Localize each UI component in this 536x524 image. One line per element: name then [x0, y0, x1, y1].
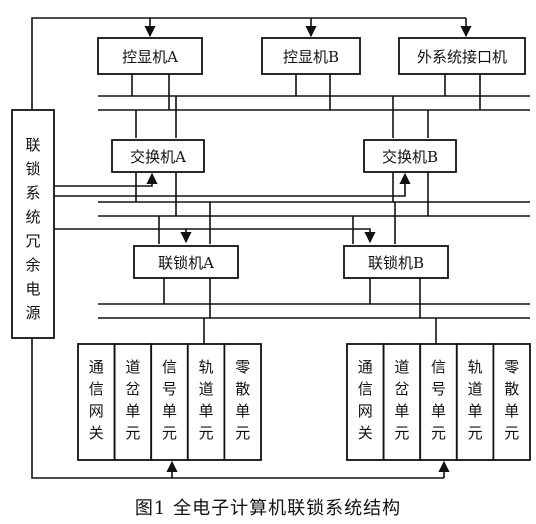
unit-left-4: 轨道单元: [186, 343, 226, 461]
kongxian-a-node: 控显机A: [97, 37, 203, 75]
unit-left-4-label: 轨道单元: [199, 358, 214, 442]
unit-right-2: 道岔单元: [382, 343, 422, 461]
liansuo-a-label: 联锁机A: [158, 254, 214, 272]
unit-right-3-label: 信号单元: [431, 358, 446, 442]
unit-right-5-label: 零散单元: [504, 358, 519, 442]
jiaohuan-a-node: 交换机A: [111, 139, 205, 173]
unit-group-right: 通信网关 道岔单元 信号单元 轨道单元 零散单元: [346, 343, 531, 461]
power-interlock-feed: [54, 228, 376, 244]
power-bottom-feed: [31, 338, 450, 479]
unit-right-3: 信号单元: [419, 343, 458, 461]
kongxian-a-label: 控显机A: [122, 48, 178, 66]
power-label: 联锁系统冗余电源: [25, 136, 40, 322]
unit-group-left: 通信网关 道岔单元 信号单元 轨道单元 零散单元: [77, 343, 262, 461]
jiaohuan-b-label: 交换机B: [382, 148, 438, 166]
unit-left-2-label: 道岔单元: [125, 358, 140, 442]
unit-left-1-label: 通信网关: [89, 358, 104, 442]
middle-network-bus: [98, 201, 530, 217]
unit-right-4: 轨道单元: [455, 343, 495, 461]
waixitong-label: 外系统接口机: [417, 48, 507, 66]
switch-upper-links: [135, 96, 429, 138]
unit-right-4-label: 轨道单元: [468, 358, 483, 442]
unit-right-5: 零散单元: [492, 343, 531, 461]
unit-right-1-label: 通信网关: [358, 358, 373, 442]
unit-left-3: 信号单元: [150, 343, 189, 461]
liansuo-a-node: 联锁机A: [133, 245, 239, 279]
figure-caption: 图1 全电子计算机联锁系统结构: [134, 498, 402, 519]
unit-left-2: 道岔单元: [113, 343, 153, 461]
system-architecture-diagram: 控显机A 控显机B 外系统接口机 交换机A 交换机B: [11, 17, 531, 479]
upper-network-bus: [98, 95, 530, 111]
kongxian-b-label: 控显机B: [283, 48, 339, 66]
interlock-lower-links: [163, 278, 421, 318]
power-node: 联锁系统冗余电源: [11, 109, 55, 339]
jiaohuan-a-label: 交换机A: [130, 148, 186, 166]
lower-network-bus: [98, 303, 530, 319]
unit-left-5: 零散单元: [223, 343, 262, 461]
liansuo-b-label: 联锁机B: [368, 254, 424, 272]
unit-left-5-label: 零散单元: [235, 358, 250, 442]
jiaohuan-b-node: 交换机B: [363, 139, 457, 173]
unit-group-links: [203, 318, 437, 344]
unit-left-1: 通信网关: [77, 343, 116, 461]
waixitong-node: 外系统接口机: [398, 37, 526, 75]
unit-left-3-label: 信号单元: [162, 358, 177, 442]
switch-lower-links: [135, 172, 429, 216]
unit-right-2-label: 道岔单元: [394, 358, 409, 442]
interlock-upper-links: [158, 202, 396, 244]
kongxian-b-node: 控显机B: [261, 37, 361, 75]
top-box-connectors: [131, 74, 481, 110]
power-top-feed: [31, 17, 472, 110]
unit-right-1: 通信网关: [346, 343, 385, 461]
power-switch-feed: [54, 172, 411, 197]
liansuo-b-node: 联锁机B: [343, 245, 449, 279]
